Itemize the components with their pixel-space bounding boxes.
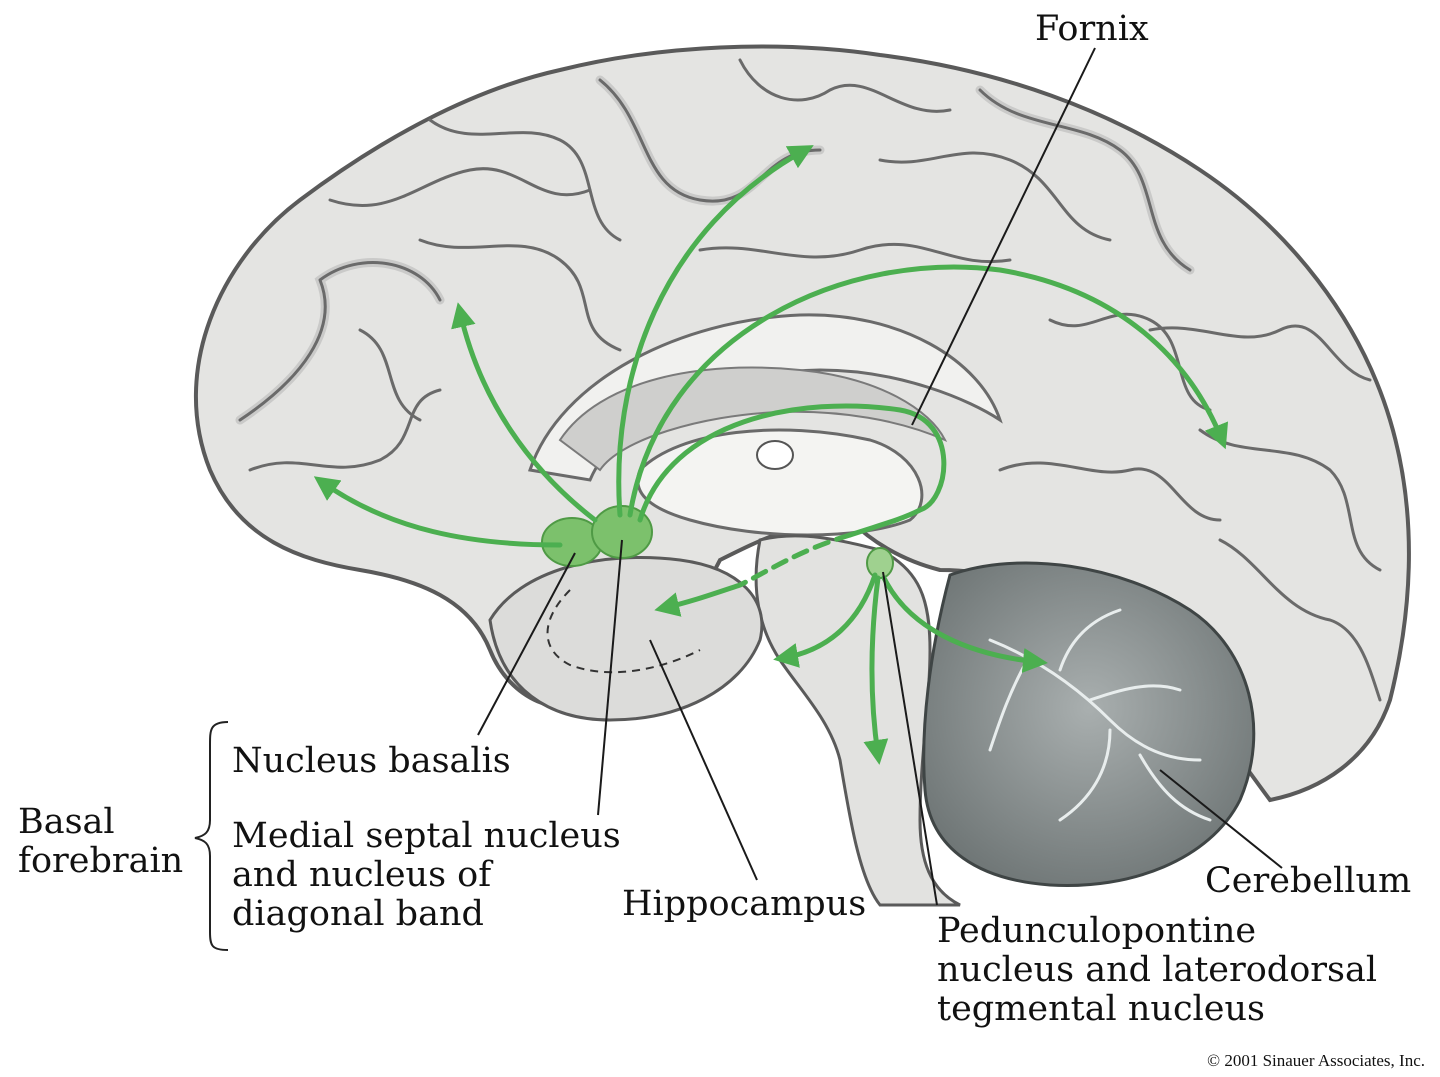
lateral-ventricle — [558, 366, 948, 472]
leader-lines — [477, 47, 1283, 906]
basal-forebrain-bracket — [194, 721, 229, 951]
projection-frontal — [313, 476, 563, 548]
fornix-path — [637, 403, 947, 538]
leader-nucleus-basalis — [477, 552, 576, 736]
label-nucleus-basalis: Nucleus basalis — [232, 741, 511, 781]
label-medial-septal-line2: and nucleus of — [232, 855, 494, 895]
projection-hippocampus — [654, 582, 743, 617]
label-ppn-line3: tegmental nucleus — [937, 989, 1265, 1029]
projection-superior — [616, 145, 814, 518]
interthalamic-adhesion — [756, 440, 794, 470]
label-hippocampus: Hippocampus — [622, 884, 866, 924]
fornix-path-dashed — [737, 532, 853, 588]
leader-hippocampus — [649, 639, 758, 881]
copyright-notice: © 2001 Sinauer Associates, Inc. — [1207, 1051, 1425, 1070]
label-ppn-line1: Pedunculopontine — [937, 911, 1256, 951]
label-cerebellum: Cerebellum — [1205, 861, 1411, 901]
projection-cingulate — [451, 302, 598, 523]
thalamus — [636, 428, 924, 537]
label-basal-forebrain-line2: forebrain — [18, 841, 183, 881]
projection-posterior — [627, 264, 1229, 518]
projection-cerebellum — [881, 575, 1048, 673]
cerebellum — [922, 561, 1256, 888]
label-ppn-line2: nucleus and laterodorsal — [937, 950, 1377, 990]
pedunculopontine-nucleus — [866, 547, 894, 579]
cholinergic-pathways — [313, 145, 1229, 765]
hippocampus-outline — [546, 589, 701, 674]
label-basal-forebrain-line1: Basal — [18, 802, 115, 842]
label-medial-septal-line3: diagonal band — [232, 894, 484, 934]
label-medial-septal-line1: Medial septal nucleus — [232, 816, 621, 856]
leader-medial-septal — [597, 539, 623, 816]
label-fornix: Fornix — [1035, 9, 1149, 49]
temporal-lobe — [488, 556, 764, 722]
projection-brainstem-left — [773, 572, 878, 668]
medial-septal-nucleus — [591, 505, 653, 559]
leader-fornix — [911, 47, 1096, 426]
leader-cerebellum — [1159, 769, 1283, 869]
projection-brainstem-down — [863, 575, 889, 765]
brainstem — [754, 534, 961, 907]
leader-ppn — [882, 571, 938, 906]
